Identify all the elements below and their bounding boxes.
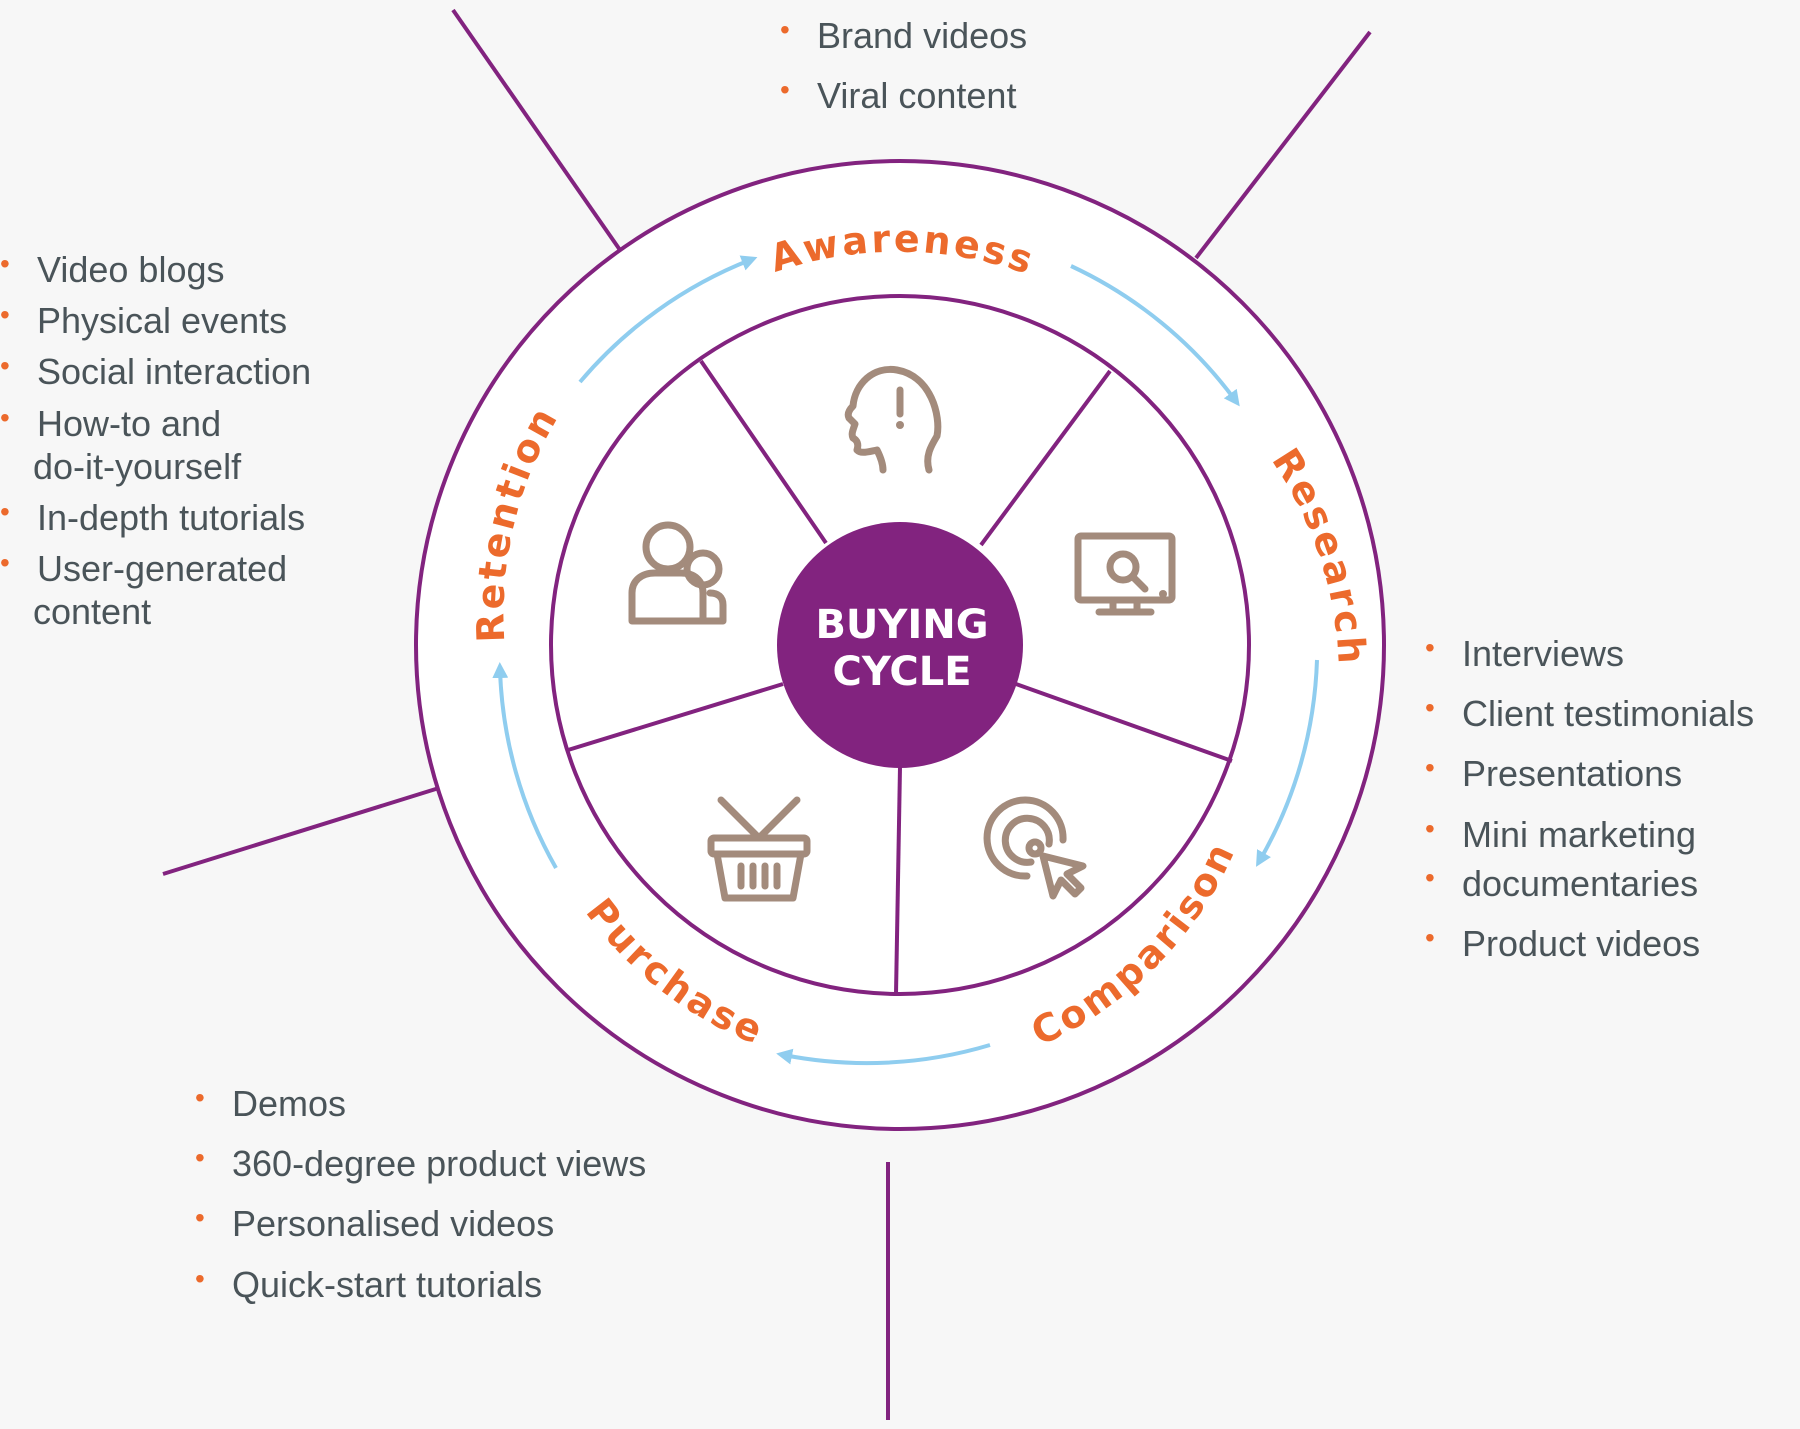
awareness-content-list: Brand videos Viral content — [780, 13, 1027, 134]
divider-2 — [979, 369, 1112, 547]
arrow-research-to-comparison — [1256, 659, 1319, 867]
spoke-retention — [162, 786, 440, 876]
center-circle — [777, 522, 1023, 768]
center-title-line1: BUYING — [815, 602, 988, 648]
divider-3 — [1015, 682, 1233, 763]
spoke-awareness-right — [1194, 30, 1372, 260]
spoke-awareness-left — [451, 8, 622, 252]
list-item: Video blogs — [0, 247, 311, 291]
arrow-purchase-to-retention — [492, 662, 558, 869]
list-item: Presentations — [1425, 751, 1754, 795]
list-item: Interviews — [1425, 631, 1754, 675]
monitor-search-icon — [1074, 532, 1176, 616]
shopping-basket-icon — [707, 796, 811, 902]
list-item: How-to and — [0, 401, 311, 445]
list-item: Product videos — [1425, 921, 1754, 965]
divider-4 — [894, 766, 902, 995]
target-cursor-icon — [983, 796, 1087, 900]
list-item: Social interaction — [0, 349, 311, 393]
list-item: Demos — [195, 1081, 646, 1125]
list-item: User-generated — [0, 546, 311, 590]
retention-content-list: Video blogs Physical events Social inter… — [0, 247, 311, 642]
list-item: 360-degree product views — [195, 1141, 646, 1185]
list-item: Personalised videos — [195, 1201, 646, 1245]
arrow-retention-to-awareness — [578, 255, 758, 384]
list-item: Viral content — [780, 73, 1027, 117]
arrow-comparison-to-purchase — [776, 1043, 991, 1066]
arrow-awareness-to-research — [1070, 264, 1240, 407]
list-item-continuation: content — [33, 591, 152, 633]
head-exclamation-icon — [844, 365, 942, 474]
list-item: documentaries — [1425, 861, 1754, 905]
list-item: Quick-start tutorials — [195, 1262, 646, 1306]
list-item: In-depth tutorials — [0, 495, 311, 539]
list-item: Physical events — [0, 298, 311, 342]
center-title-line2: CYCLE — [832, 649, 971, 695]
divider-1 — [699, 359, 828, 545]
list-item: Mini marketing — [1425, 812, 1754, 856]
list-item: Client testimonials — [1425, 691, 1754, 735]
list-item: Brand videos — [780, 13, 1027, 57]
users-group-icon — [628, 521, 727, 625]
research-content-list: Interviews Client testimonials Presentat… — [1425, 631, 1754, 982]
purchase-content-list: Demos 360-degree product views Personali… — [195, 1081, 646, 1323]
list-item-continuation: do-it-yourself — [33, 445, 242, 487]
divider-5 — [567, 682, 784, 752]
